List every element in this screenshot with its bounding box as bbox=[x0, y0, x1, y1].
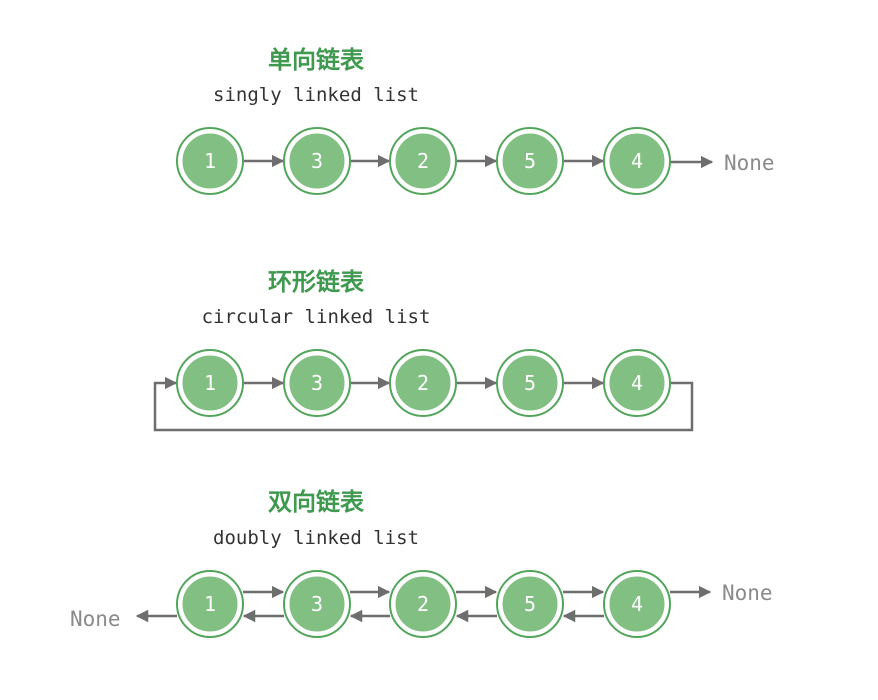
node-ring bbox=[496, 127, 564, 195]
section-circular: 环形链表 circular linked list 1 3 2 5 4 bbox=[153, 268, 694, 432]
node-value: 2 bbox=[417, 592, 429, 616]
list-node: 2 bbox=[389, 349, 457, 417]
circular-nodes: 1 3 2 5 4 bbox=[153, 349, 694, 432]
section-doubly: 双向链表 doubly linked list 1 3 2 5 4 None None bbox=[70, 488, 773, 638]
singly-title-cn: 单向链表 bbox=[268, 46, 365, 74]
section-singly: 单向链表 singly linked list 1 3 2 5 4 None bbox=[176, 46, 775, 195]
node-ring bbox=[176, 127, 244, 195]
list-node: 5 bbox=[496, 349, 564, 417]
node-value: 1 bbox=[204, 592, 216, 616]
node-circle bbox=[497, 128, 563, 194]
node-value: 3 bbox=[311, 592, 323, 616]
node-ring bbox=[176, 570, 244, 638]
list-node: 2 bbox=[389, 127, 457, 195]
doubly-title-en: doubly linked list bbox=[213, 527, 419, 549]
node-value: 3 bbox=[311, 371, 323, 395]
node-value: 5 bbox=[524, 592, 536, 616]
doubly-none-left-label: None bbox=[70, 607, 121, 631]
node-value: 4 bbox=[631, 149, 643, 173]
list-node: 3 bbox=[283, 127, 351, 195]
doubly-nodes: 1 3 2 5 4 bbox=[135, 570, 712, 638]
node-ring bbox=[283, 127, 351, 195]
node-value: 5 bbox=[524, 149, 536, 173]
node-ring bbox=[603, 127, 671, 195]
doubly-none-right-label: None bbox=[722, 581, 773, 605]
list-node: 5 bbox=[496, 127, 564, 195]
list-node: 3 bbox=[283, 570, 351, 638]
loop-back-arrow bbox=[153, 376, 694, 432]
node-value: 3 bbox=[311, 149, 323, 173]
node-value: 4 bbox=[631, 371, 643, 395]
node-ring bbox=[496, 349, 564, 417]
node-circle bbox=[284, 571, 350, 637]
node-ring bbox=[176, 349, 244, 417]
node-ring bbox=[603, 570, 671, 638]
list-node: 5 bbox=[496, 570, 564, 638]
list-node: 1 bbox=[176, 570, 244, 638]
node-value: 2 bbox=[417, 149, 429, 173]
node-circle bbox=[177, 350, 243, 416]
node-circle bbox=[497, 350, 563, 416]
node-circle bbox=[604, 571, 670, 637]
singly-none-label: None bbox=[724, 151, 775, 175]
node-value: 2 bbox=[417, 371, 429, 395]
list-node: 1 bbox=[176, 127, 244, 195]
list-node: 4 bbox=[603, 570, 671, 638]
node-value: 4 bbox=[631, 592, 643, 616]
node-ring bbox=[496, 570, 564, 638]
node-ring bbox=[389, 127, 457, 195]
node-circle bbox=[177, 571, 243, 637]
circular-title-en: circular linked list bbox=[202, 306, 431, 328]
node-circle bbox=[604, 128, 670, 194]
node-ring bbox=[283, 570, 351, 638]
singly-title-en: singly linked list bbox=[213, 84, 419, 106]
node-value: 1 bbox=[204, 371, 216, 395]
singly-nodes: 1 3 2 5 4 bbox=[176, 127, 714, 195]
node-value: 1 bbox=[204, 149, 216, 173]
node-circle bbox=[177, 128, 243, 194]
list-node: 4 bbox=[603, 127, 671, 195]
doubly-title-cn: 双向链表 bbox=[268, 488, 365, 516]
node-circle bbox=[284, 128, 350, 194]
node-ring bbox=[389, 570, 457, 638]
node-ring bbox=[283, 349, 351, 417]
node-ring bbox=[603, 349, 671, 417]
node-value: 5 bbox=[524, 371, 536, 395]
list-node: 1 bbox=[176, 349, 244, 417]
node-circle bbox=[284, 350, 350, 416]
list-node: 3 bbox=[283, 349, 351, 417]
node-circle bbox=[604, 350, 670, 416]
list-node: 2 bbox=[389, 570, 457, 638]
node-circle bbox=[390, 350, 456, 416]
node-circle bbox=[390, 571, 456, 637]
node-circle bbox=[390, 128, 456, 194]
node-ring bbox=[389, 349, 457, 417]
node-circle bbox=[497, 571, 563, 637]
list-node: 4 bbox=[603, 349, 671, 417]
circular-title-cn: 环形链表 bbox=[268, 268, 365, 296]
